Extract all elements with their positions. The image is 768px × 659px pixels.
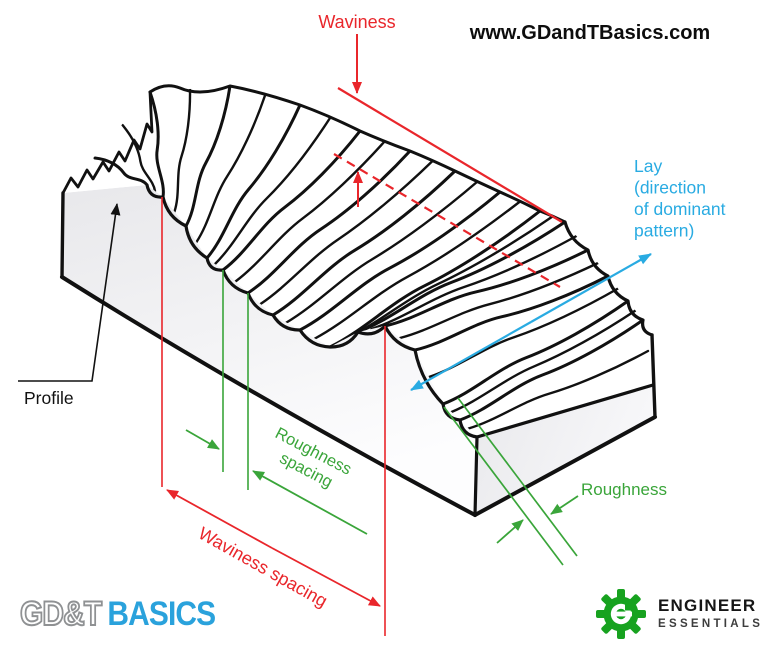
profile-label: Profile bbox=[24, 388, 74, 408]
gdt-logo-text: GD&T bbox=[19, 594, 103, 634]
ridge-line bbox=[234, 139, 387, 283]
lay-label: Lay (direction of dominant pattern) bbox=[634, 156, 730, 241]
engineer-essentials-text: ENGINEER ESSENTIALS bbox=[658, 597, 763, 630]
ridge-line bbox=[328, 209, 542, 349]
lay-label-line3: of dominant bbox=[634, 199, 726, 219]
ridge-line bbox=[450, 309, 637, 414]
ridge-line bbox=[298, 190, 502, 332]
roughness-label: Roughness bbox=[581, 480, 667, 499]
bottom-front-edge bbox=[60, 275, 477, 517]
lay-label-line2: (direction bbox=[634, 178, 706, 198]
ridge-line bbox=[121, 123, 157, 193]
lay-arrow-lower bbox=[410, 321, 532, 391]
ridge-line bbox=[195, 94, 267, 244]
ridge-line bbox=[246, 149, 412, 295]
right-serrated-edge bbox=[563, 220, 654, 337]
roughness-arrow-upper bbox=[550, 495, 579, 515]
left-vertical-edge bbox=[60, 191, 65, 279]
essentials-logo-text: ESSENTIALS bbox=[658, 618, 764, 631]
ridge-line bbox=[383, 248, 590, 328]
right-vertical-edge bbox=[650, 333, 657, 419]
lay-annotation bbox=[410, 253, 652, 391]
ridge-line bbox=[205, 103, 302, 260]
ridge-line bbox=[458, 318, 645, 422]
waviness-spacing-arrow-left bbox=[166, 489, 273, 549]
ridge-line bbox=[213, 116, 332, 266]
ridge-line bbox=[313, 200, 522, 340]
block-right-face bbox=[475, 385, 655, 515]
waviness-peak-line bbox=[337, 87, 563, 223]
profile-leader-arrow bbox=[18, 203, 121, 382]
engineer-essentials-logo: ENGINEER ESSENTIALS bbox=[592, 585, 763, 643]
ridge-line bbox=[173, 87, 192, 213]
ridge-line bbox=[271, 169, 457, 317]
lay-label-line1: Lay bbox=[634, 156, 662, 176]
block-drawing bbox=[60, 84, 657, 517]
basics-logo-text: BASICS bbox=[107, 595, 216, 633]
bottom-right-edge bbox=[473, 415, 657, 517]
back-top-edge bbox=[148, 84, 567, 224]
left-profile-silhouette bbox=[61, 90, 154, 195]
block-front-face bbox=[62, 185, 477, 515]
front-serrated-edge bbox=[145, 183, 479, 439]
right-face-top-edge bbox=[475, 383, 655, 439]
ridge-line bbox=[441, 299, 630, 406]
roughness-width-line-2 bbox=[457, 397, 578, 557]
ridge-line bbox=[184, 86, 232, 228]
ridge-line bbox=[342, 215, 554, 341]
waviness-valley-dashed-line bbox=[333, 153, 561, 288]
ridge-line bbox=[285, 180, 479, 324]
waviness-annotations bbox=[161, 34, 563, 636]
ridge-line bbox=[370, 234, 578, 331]
roughness-width-line-1 bbox=[443, 406, 564, 566]
website-label: www.GDandTBasics.com bbox=[469, 22, 710, 44]
roughness-annotations bbox=[185, 270, 579, 566]
ridge-line bbox=[467, 349, 650, 430]
waviness-spacing-arrow-right bbox=[271, 547, 381, 607]
roughness-arrow-lower bbox=[496, 519, 524, 544]
lay-label-line4: pattern) bbox=[634, 221, 694, 241]
roughness-spacing-arrow-right bbox=[252, 470, 368, 535]
waviness-spacing-label: Waviness spacing bbox=[195, 523, 331, 611]
surface-ridge-lines bbox=[93, 86, 650, 430]
ridge-line bbox=[259, 159, 434, 306]
engineer-essentials-gear-icon bbox=[596, 589, 646, 639]
ridge-line bbox=[356, 220, 567, 334]
ridge-line bbox=[148, 90, 165, 199]
ridge-line bbox=[413, 274, 610, 352]
ridge-line bbox=[398, 261, 600, 340]
engineer-logo-text: ENGINEER bbox=[658, 596, 757, 616]
block-top-surface bbox=[63, 86, 653, 437]
ridge-line bbox=[93, 156, 149, 187]
lay-arrow-upper bbox=[530, 253, 652, 323]
waviness-label: Waviness bbox=[318, 12, 395, 32]
roughness-spacing-arrow-left bbox=[185, 429, 220, 450]
